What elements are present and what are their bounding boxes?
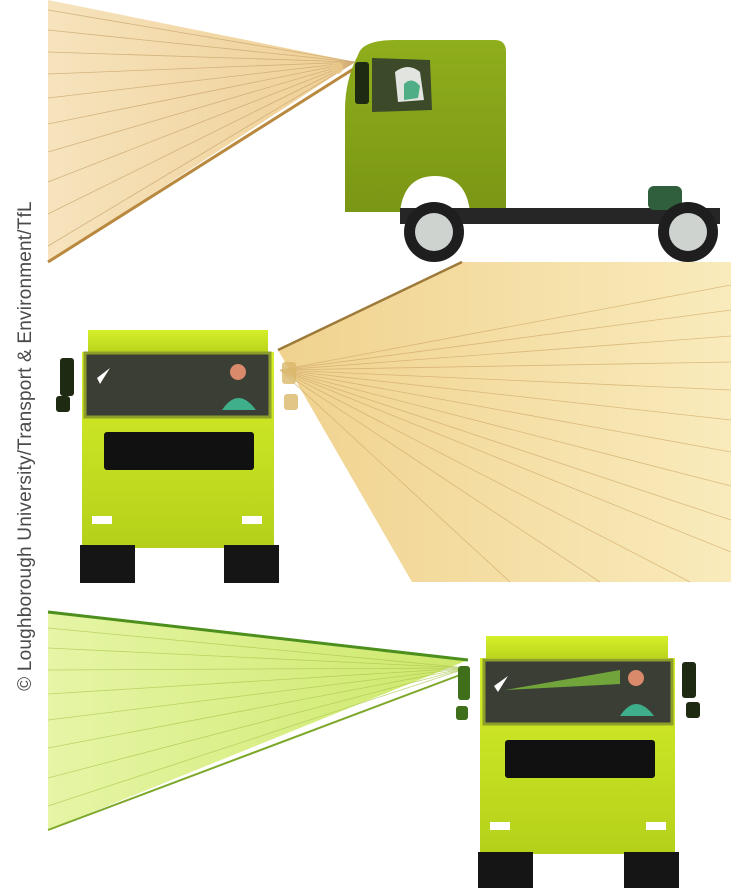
truck-front-icon [56,330,298,583]
passenger-mirror [682,662,696,698]
driver-mirror [458,666,470,700]
truck-side-icon [331,40,720,262]
driver-side-field-of-view [48,612,468,830]
truck-front-icon [456,636,700,888]
passenger-side-field-of-view [278,262,731,582]
side-view-field-of-view [48,0,355,262]
front-view-passenger-panel [56,262,731,583]
front-view-driver-panel [48,612,700,888]
side-view-panel [48,0,720,262]
image-credit: © Loughborough University/Transport & En… [15,201,37,691]
passenger-mirror [282,362,296,384]
driver-mirror [60,358,74,396]
